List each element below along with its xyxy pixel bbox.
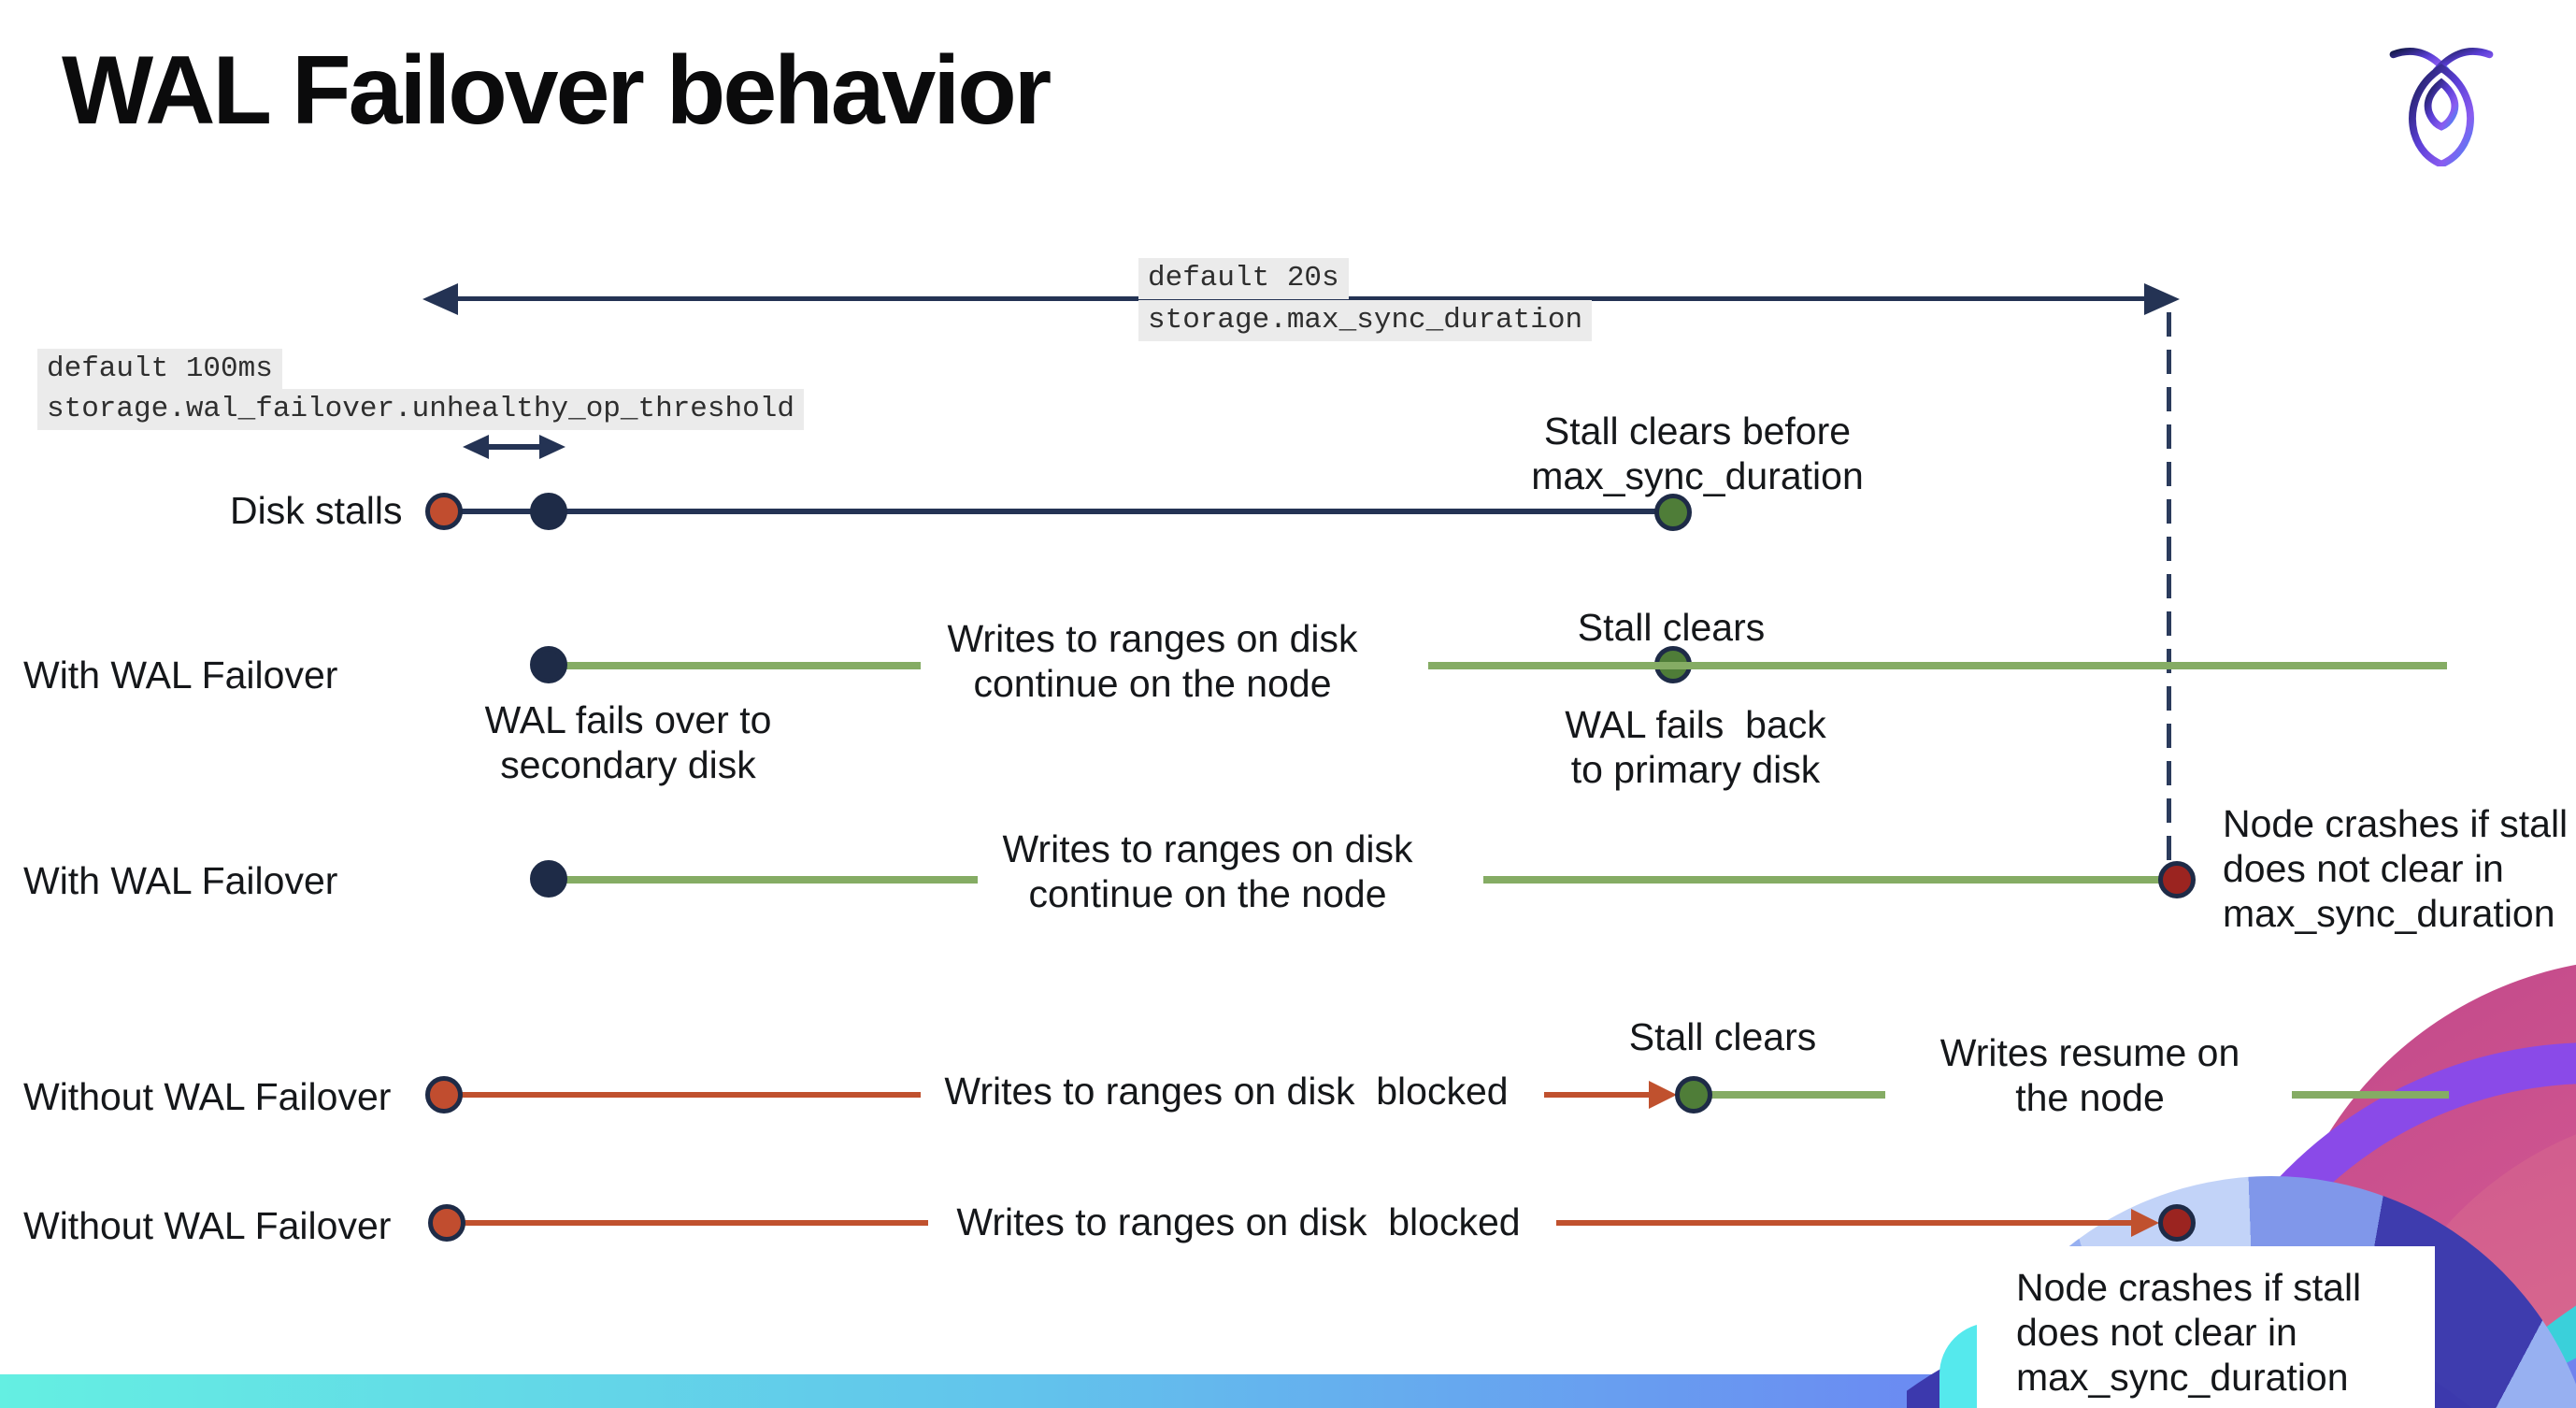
writes-continue-line xyxy=(549,662,921,669)
note-node-crashes: Node crashes if stall does not clear in … xyxy=(2016,1266,2362,1399)
writes-continue-line xyxy=(549,876,978,884)
note-stall-clears: Stall clears xyxy=(1628,1015,1817,1058)
stall-clears-dot xyxy=(1654,494,1692,531)
failover-dot xyxy=(530,860,567,898)
stall-start-dot xyxy=(425,1076,463,1113)
writes-continue-line xyxy=(1428,662,2447,669)
arrow-right-icon xyxy=(1649,1081,1677,1109)
max-sync-deadline-dashed-line xyxy=(2167,312,2171,864)
row-label-with-wal-failover: With WAL Failover xyxy=(23,859,338,902)
threshold-dot xyxy=(530,493,567,530)
arrow-right-icon xyxy=(539,435,565,459)
writes-blocked-line xyxy=(1544,1092,1652,1098)
stall-clears-dot xyxy=(1675,1076,1712,1113)
crash-note-box: Node crashes if stall does not clear in … xyxy=(1977,1246,2435,1408)
note-writes-blocked: Writes to ranges on disk blocked xyxy=(944,1070,1509,1113)
note-stall-clears-before: Stall clears before max_sync_duration xyxy=(1531,409,1864,497)
note-wal-fails-over: WAL fails over to secondary disk xyxy=(484,698,772,786)
node-crash-dot xyxy=(2158,1204,2196,1242)
row-label-with-wal-failover: With WAL Failover xyxy=(23,654,338,697)
arrow-right-icon xyxy=(2144,283,2180,315)
note-node-crashes: Node crashes if stall does not clear in … xyxy=(2223,802,2569,935)
note-writes-blocked: Writes to ranges on disk blocked xyxy=(956,1200,1521,1243)
annotation-unhealthy-op-threshold-setting: storage.wal_failover.unhealthy_op_thresh… xyxy=(37,389,804,430)
writes-resume-line xyxy=(1694,1091,1885,1099)
note-writes-resume: Writes resume on the node xyxy=(1939,1031,2240,1119)
annotation-default-20s: default 20s xyxy=(1138,258,1349,299)
writes-continue-line xyxy=(1483,876,2173,884)
row-label-without-wal-failover: Without WAL Failover xyxy=(23,1204,392,1247)
arrow-right-icon xyxy=(2131,1209,2159,1237)
arrow-left-icon xyxy=(422,283,458,315)
note-writes-continue: Writes to ranges on disk continue on the… xyxy=(947,617,1358,705)
page-title: WAL Failover behavior xyxy=(62,36,1052,145)
row-label-disk-stalls: Disk stalls xyxy=(230,489,403,532)
threshold-arrow-line xyxy=(481,444,547,450)
note-wal-fails-back: WAL fails back to primary disk xyxy=(1565,703,1826,791)
note-writes-continue: Writes to ranges on disk continue on the… xyxy=(1002,827,1413,915)
timeline-line xyxy=(444,509,1673,514)
stall-start-dot xyxy=(428,1204,465,1242)
annotation-max-sync-duration-setting: storage.max_sync_duration xyxy=(1138,300,1593,341)
node-crash-dot xyxy=(2158,861,2196,898)
row-label-without-wal-failover: Without WAL Failover xyxy=(23,1075,392,1118)
note-stall-clears: Stall clears xyxy=(1577,606,1766,649)
stall-start-dot xyxy=(425,493,463,530)
writes-blocked-line xyxy=(447,1220,928,1226)
writes-blocked-line xyxy=(1556,1220,2131,1226)
cockroachdb-logo-icon xyxy=(2389,43,2494,166)
arrow-left-icon xyxy=(463,435,489,459)
annotation-default-100ms: default 100ms xyxy=(37,349,282,390)
failover-dot xyxy=(530,646,567,683)
writes-resume-line xyxy=(2292,1091,2449,1099)
writes-blocked-line xyxy=(444,1092,921,1098)
